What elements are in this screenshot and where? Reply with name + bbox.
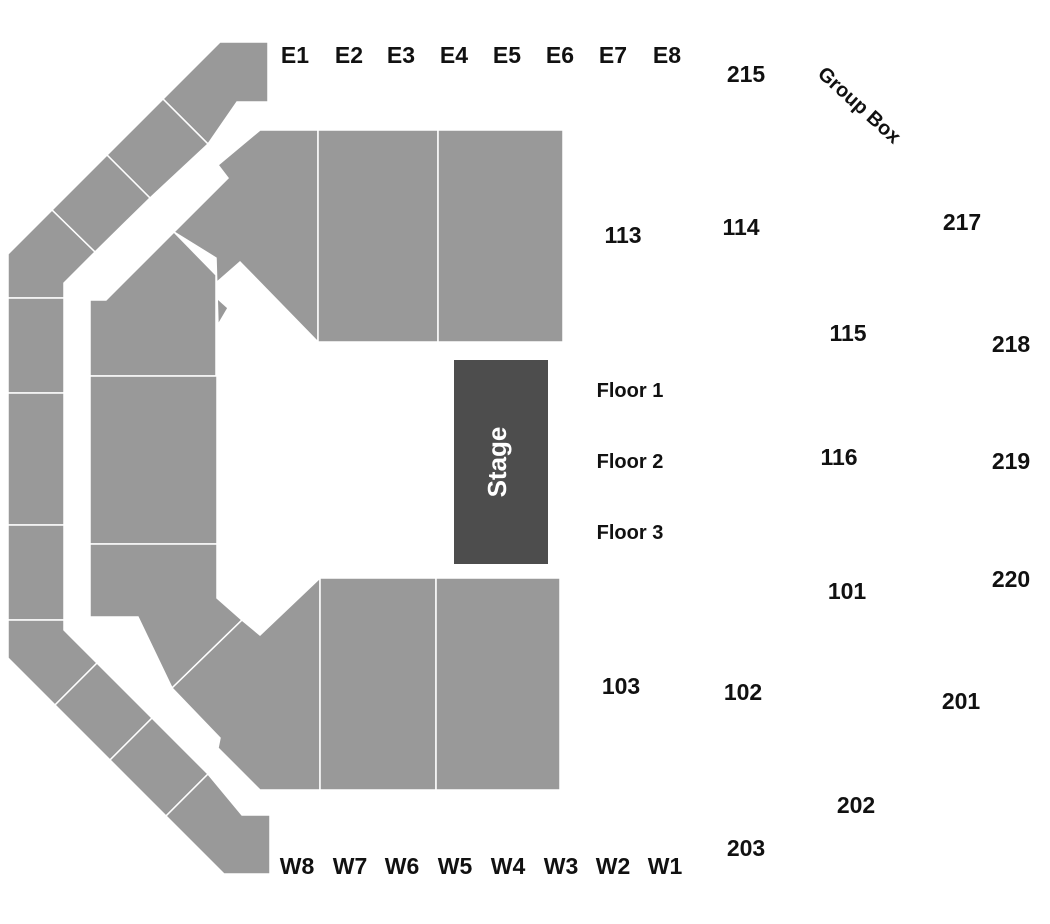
label-101: 101 [828, 578, 867, 604]
section-103-right[interactable] [435, 577, 561, 791]
label-floor-2: Floor 2 [597, 451, 664, 473]
section-113-right[interactable] [437, 129, 564, 343]
label-217: 217 [943, 209, 981, 235]
left-section-upper[interactable] [89, 230, 217, 377]
label-e3: E3 [387, 42, 415, 68]
lower-bowl-sections [89, 129, 564, 791]
section-103-center[interactable] [319, 577, 437, 791]
label-116: 116 [820, 444, 857, 470]
label-102: 102 [724, 679, 762, 705]
label-114: 114 [722, 214, 759, 240]
outer-section-left-2[interactable] [7, 392, 65, 526]
label-e6: E6 [546, 42, 574, 68]
label-w4: W4 [491, 853, 526, 879]
label-w5: W5 [438, 853, 473, 879]
outer-ring-sections [7, 41, 271, 875]
outer-section-left-3[interactable] [7, 524, 65, 621]
label-218: 218 [992, 331, 1031, 357]
section-113-center[interactable] [317, 129, 439, 343]
label-e7: E7 [599, 42, 627, 68]
label-103: 103 [602, 673, 640, 699]
label-w6: W6 [385, 853, 420, 879]
label-w2: W2 [596, 853, 631, 879]
outer-section-bottom-4[interactable] [164, 772, 271, 875]
label-e2: E2 [335, 42, 363, 68]
label-201: 201 [942, 688, 981, 714]
outer-section-left-1[interactable] [7, 297, 65, 394]
label-113: 113 [604, 222, 641, 248]
label-w8: W8 [280, 853, 315, 879]
label-e8: E8 [653, 42, 681, 68]
label-w3: W3 [544, 853, 579, 879]
stage-label: Stage [482, 427, 512, 498]
label-e5: E5 [493, 42, 521, 68]
label-202: 202 [837, 792, 875, 818]
label-203: 203 [727, 835, 765, 861]
label-e1: E1 [281, 42, 309, 68]
label-floor-3: Floor 3 [597, 522, 664, 544]
label-220: 220 [992, 566, 1030, 592]
label-e4: E4 [440, 42, 468, 68]
stage-block [454, 360, 548, 564]
label-w7: W7 [333, 853, 368, 879]
label-w1: W1 [648, 853, 683, 879]
stage: Stage [454, 360, 548, 564]
label-group-box: Group Box [813, 63, 905, 148]
label-floor-1: Floor 1 [597, 380, 664, 402]
left-section-middle[interactable] [89, 375, 218, 545]
label-215: 215 [727, 61, 766, 87]
label-219: 219 [992, 448, 1030, 474]
label-115: 115 [829, 320, 866, 346]
